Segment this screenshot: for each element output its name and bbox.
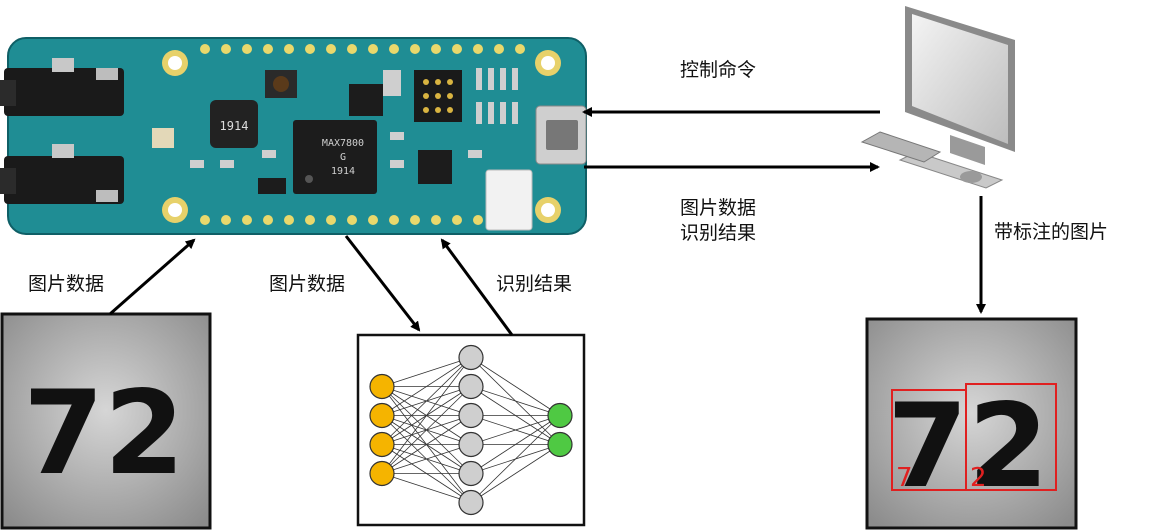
nn-node-hidden xyxy=(458,489,484,516)
nn-edge xyxy=(381,357,472,474)
header-pin xyxy=(242,44,252,54)
pin-header-top xyxy=(200,44,525,54)
nn-node-output xyxy=(547,402,573,429)
arrows xyxy=(109,107,986,336)
header-pin xyxy=(368,44,378,54)
header-pin xyxy=(515,44,525,54)
chip-text-3: 1914 xyxy=(331,166,355,177)
input-image: 72 xyxy=(0,312,212,530)
nn-edge xyxy=(470,415,561,445)
output-digits: 72 xyxy=(887,379,1048,514)
header-pin xyxy=(347,44,357,54)
bbox-label-2: 2 xyxy=(970,463,987,493)
nn-node-hidden xyxy=(458,431,484,458)
header-pin xyxy=(221,215,231,225)
annotated-output-image: 72 7 2 xyxy=(865,317,1078,530)
label-image-data-right: 图片数据 xyxy=(680,197,757,219)
nn-edge xyxy=(381,357,472,416)
neural-network-diagram xyxy=(356,333,586,527)
label-image-data-mid: 图片数据 xyxy=(269,273,346,295)
nn-node-output xyxy=(547,431,573,458)
nn-node-input xyxy=(369,460,395,487)
nn-edge xyxy=(470,357,561,416)
audio-jack-top xyxy=(0,58,124,116)
chip-text-1: MAX7800 xyxy=(322,138,364,149)
nn-node-input xyxy=(369,402,395,429)
bbox-label-7: 7 xyxy=(896,463,913,493)
header-pin xyxy=(410,44,420,54)
nn-edge xyxy=(381,357,472,445)
header-pin xyxy=(242,215,252,225)
header-pin xyxy=(410,215,420,225)
label-result-mid: 识别结果 xyxy=(496,273,573,295)
header-pin xyxy=(452,215,462,225)
computer-icon xyxy=(860,6,1015,189)
header-pin xyxy=(473,44,483,54)
nn-connections xyxy=(381,357,561,503)
header-pin xyxy=(431,44,441,54)
nn-edge xyxy=(381,386,472,474)
header-pin xyxy=(221,44,231,54)
nn-node-input xyxy=(369,431,395,458)
input-digits: 72 xyxy=(23,366,184,501)
header-pin xyxy=(431,215,441,225)
audio-jack-bottom xyxy=(0,144,124,204)
header-pin xyxy=(305,44,315,54)
header-pin xyxy=(200,44,210,54)
header-pin xyxy=(200,215,210,225)
nn-edge xyxy=(470,386,561,416)
nn-edge xyxy=(470,415,561,503)
label-annotated-image: 带标注的图片 xyxy=(994,221,1109,243)
max78000-chip: MAX7800 G 1914 xyxy=(293,120,377,194)
mounting-holes xyxy=(162,50,561,223)
nn-edge xyxy=(470,415,561,474)
label-result-right: 识别结果 xyxy=(680,222,757,244)
header-pin xyxy=(305,215,315,225)
feather-board: 1914 MAX7800 G 1914 xyxy=(0,37,587,235)
label-control-command: 控制命令 xyxy=(680,59,757,81)
inductor-label: 1914 xyxy=(220,119,249,133)
nn-node-hidden xyxy=(458,402,484,429)
arrow-board-to-nn xyxy=(344,235,421,332)
header-pin xyxy=(452,44,462,54)
header-pin xyxy=(389,215,399,225)
usb-port xyxy=(535,105,587,165)
header-pin xyxy=(284,44,294,54)
bbox-2 xyxy=(965,383,1057,491)
arrow-nn-to-board xyxy=(440,238,514,336)
header-pin xyxy=(473,215,483,225)
header-pin xyxy=(326,44,336,54)
nn-edge xyxy=(470,444,561,503)
nn-nodes xyxy=(369,344,573,516)
nn-edge xyxy=(381,444,472,474)
nn-edge xyxy=(381,473,472,503)
nn-node-hidden xyxy=(458,344,484,371)
header-pin xyxy=(389,44,399,54)
label-image-data-left: 图片数据 xyxy=(28,273,105,295)
header-pin xyxy=(494,44,504,54)
nn-node-input xyxy=(369,373,395,400)
header-pin xyxy=(263,44,273,54)
arrow-image-to-board xyxy=(109,238,196,316)
header-pin xyxy=(368,215,378,225)
header-pin xyxy=(284,215,294,225)
nn-edge xyxy=(381,415,472,474)
header-pin xyxy=(347,215,357,225)
header-pin xyxy=(326,215,336,225)
header-pin xyxy=(263,215,273,225)
chip-text-2: G xyxy=(340,152,346,163)
nn-edge xyxy=(381,357,472,387)
nn-node-hidden xyxy=(458,460,484,487)
nn-node-hidden xyxy=(458,373,484,400)
